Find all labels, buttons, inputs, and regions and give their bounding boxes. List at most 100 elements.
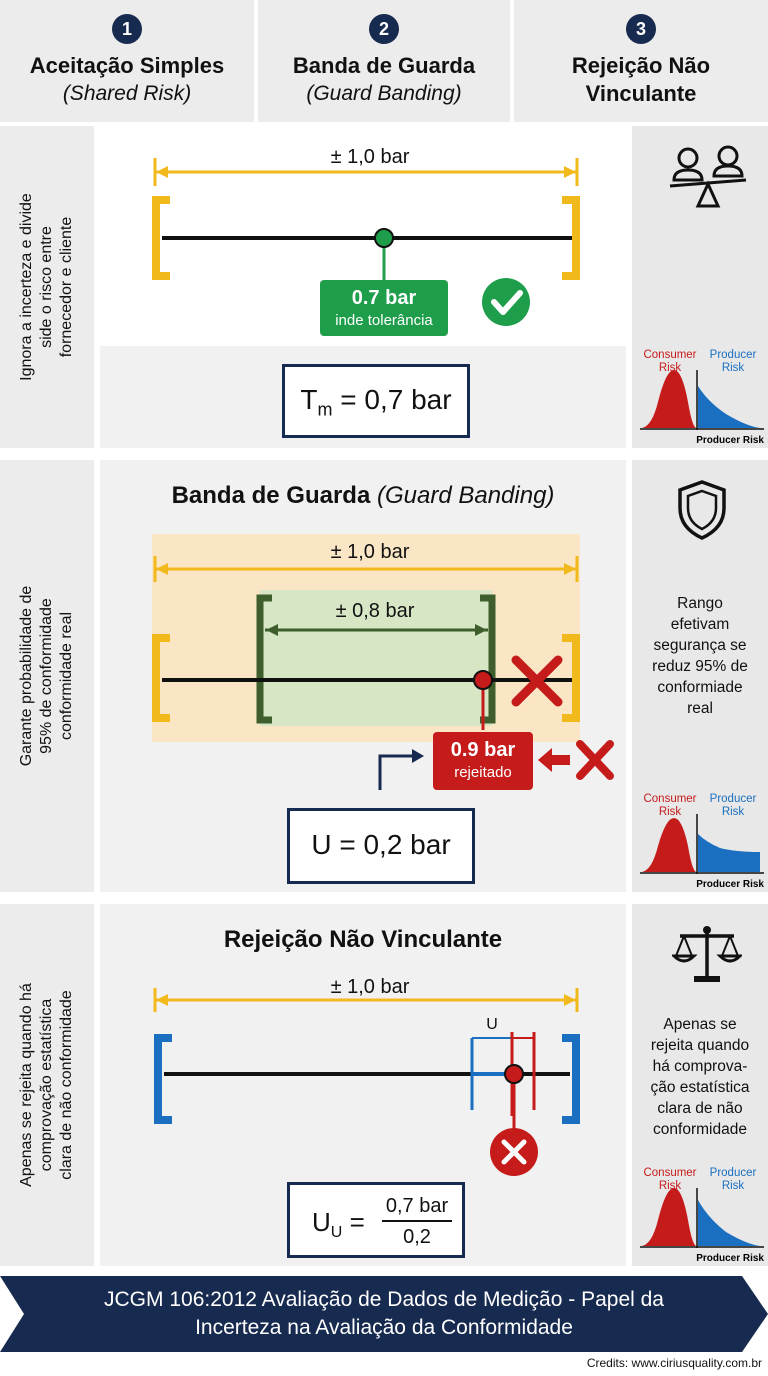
section1-formula-box: Tm = 0,7 bar bbox=[282, 364, 470, 438]
column-1-title: Aceitação Simples bbox=[29, 53, 225, 78]
section3-right-line: conformidade bbox=[653, 1121, 747, 1138]
section1-value-tag: 0.7 bar inde tolerância bbox=[320, 280, 448, 336]
section3-right-line: há comprova- bbox=[652, 1058, 748, 1075]
section2-side-line1: Garante probabilidade de bbox=[18, 585, 35, 767]
formula-u: UU = bbox=[312, 1207, 365, 1242]
measurement-point bbox=[374, 228, 394, 248]
consumer-risk-label: Consumer bbox=[643, 793, 696, 805]
right-blue-bracket bbox=[562, 1034, 580, 1124]
header-column-3: 3 Rejeição Não Vinculante bbox=[514, 0, 768, 122]
section3-range-label: ± 1,0 bar bbox=[330, 976, 410, 998]
section2-right-text: Rango efetivam segurança se reduz 95% de… bbox=[632, 593, 768, 719]
range-arrow-right-head bbox=[564, 166, 576, 178]
column-3-title-line1: Rejeição Não bbox=[571, 53, 711, 78]
shield-icon bbox=[678, 480, 726, 540]
footer-banner bbox=[0, 1276, 768, 1352]
left-tolerance-bracket bbox=[152, 196, 170, 280]
reject-arrow-icon bbox=[538, 748, 570, 772]
section3-side-line2: comprovação estatística bbox=[38, 998, 55, 1172]
left-blue-bracket bbox=[154, 1034, 172, 1124]
producer-risk-label-2: Risk bbox=[722, 806, 745, 818]
section2-right-line: Rango bbox=[677, 595, 723, 612]
reject-x-icon bbox=[511, 655, 563, 707]
column-3-title-line2: Vinculante bbox=[585, 81, 697, 106]
header-column-2: 2 Banda de Guarda (Guard Banding) bbox=[258, 0, 510, 122]
formula-fraction: 0,7 bar 0,2 bbox=[382, 1195, 452, 1249]
section3-right-line: rejeita quando bbox=[650, 1037, 750, 1054]
column-2-title: Banda de Guarda bbox=[292, 53, 476, 78]
credits-text: Credits: www.ciriusquality.com.br bbox=[586, 1356, 762, 1370]
guard-right-bracket bbox=[480, 594, 496, 724]
column-2-subtitle: (Guard Banding) bbox=[306, 82, 462, 105]
consumer-risk-label: Consumer bbox=[643, 1167, 696, 1179]
formula-equals: = bbox=[342, 1207, 365, 1237]
right-tolerance-bracket bbox=[562, 196, 580, 280]
producer-risk-label: Producer bbox=[710, 349, 757, 361]
section3-side-panel: Apenas se rejeita quando há comprovação … bbox=[0, 904, 94, 1266]
formula-numerator: 0,7 bar bbox=[382, 1195, 452, 1222]
section1-side-line2: side o risco entre bbox=[38, 226, 55, 348]
section2-inner-label: ± 0,8 bar bbox=[335, 600, 415, 622]
section1-side-panel: Ignora a incerteza e divide side o risco… bbox=[0, 126, 94, 448]
section3-side-text: Apenas se rejeita quando há comprovação … bbox=[17, 983, 77, 1187]
section3-right-line: ção estatística bbox=[650, 1079, 750, 1096]
section2-measurement-point bbox=[473, 670, 493, 690]
formula-t: T bbox=[300, 384, 318, 415]
section2-right-line: conformiade bbox=[657, 679, 743, 696]
section2-value-tag: 0.9 bar rejeitado bbox=[433, 732, 533, 790]
risk-axis-label: Producer Risk bbox=[696, 435, 764, 446]
formula-rest: = 0,7 bar bbox=[332, 384, 452, 415]
section3-right-panel: Apenas se rejeita quando há comprova- çã… bbox=[632, 904, 768, 1266]
section2-title-italic: (Guard Banding) bbox=[376, 482, 555, 509]
producer-risk-label: Producer bbox=[710, 793, 757, 805]
section3-diagram bbox=[153, 988, 580, 1176]
step-number-3: 3 bbox=[626, 14, 656, 44]
reject-x-small-icon bbox=[576, 740, 614, 780]
close-icon bbox=[501, 1139, 527, 1165]
section2-title: Banda de Guarda (Guard Banding) bbox=[100, 482, 626, 510]
section2-value-label: 0.9 bar bbox=[450, 739, 516, 761]
section2-right-line: segurança se bbox=[653, 637, 747, 654]
section2-side-panel: Garante probabilidade de 95% de conformi… bbox=[0, 460, 94, 892]
guard-left-bracket bbox=[256, 594, 272, 724]
footer-line2: Incerteza na Avaliação da Conformidade bbox=[195, 1316, 573, 1339]
section3-risk-chart: Consumer Risk Producer Risk Producer Ris… bbox=[640, 1167, 764, 1264]
formula-u-sub: U bbox=[330, 1224, 343, 1242]
section3-formula-box: UU = 0,7 bar 0,2 bbox=[287, 1182, 465, 1258]
section1-side-line3: fornecedor e cliente bbox=[58, 216, 75, 358]
check-icon bbox=[491, 290, 523, 315]
section1-range-label: ± 1,0 bar bbox=[330, 146, 410, 168]
producer-risk-label-2: Risk bbox=[722, 1180, 745, 1192]
section2-side-text: Garante probabilidade de 95% de conformi… bbox=[17, 586, 77, 767]
footer-line1: JCGM 106:2012 Avaliação de Dados de Medi… bbox=[104, 1288, 664, 1311]
section2-outer-label: ± 1,0 bar bbox=[330, 541, 410, 563]
consumer-risk-label-2: Risk bbox=[659, 806, 682, 818]
section1-risk-chart: Consumer Risk Producer Risk Producer Ris… bbox=[640, 349, 764, 446]
column-1-subtitle: (Shared Risk) bbox=[62, 82, 192, 105]
section1-side-line1: Ignora a incerteza e divide bbox=[18, 193, 35, 381]
producer-risk-curve bbox=[698, 386, 760, 428]
section1-value-label: 0.7 bar bbox=[351, 287, 417, 309]
consumer-risk-label: Consumer bbox=[643, 349, 696, 361]
section1-value-sub: inde tolerância bbox=[335, 312, 433, 329]
section3-title: Rejeição Não Vinculante bbox=[223, 926, 503, 953]
balance-scale-icon bbox=[672, 926, 742, 982]
section1-side-text: Ignora a incerteza e divide side o risco… bbox=[17, 193, 77, 381]
section3-right-line: clara de não bbox=[657, 1100, 743, 1117]
formula-u-main: U bbox=[312, 1207, 331, 1237]
section3-side-line3: clara de não conformidade bbox=[58, 990, 75, 1180]
risk-axis-label: Producer Risk bbox=[696, 1253, 764, 1264]
section2-title-bold: Banda de Guarda bbox=[171, 482, 371, 509]
section3-u-label: U bbox=[486, 1016, 498, 1033]
section1-right-panel: Consumer Risk Producer Risk Producer Ris… bbox=[632, 126, 768, 448]
section2-right-panel: Rango efetivam segurança se reduz 95% de… bbox=[632, 460, 768, 892]
section2-side-line2: 95% de conformidade bbox=[38, 598, 55, 754]
section2-value-sub: rejeitado bbox=[454, 764, 512, 781]
section2-right-line: efetivam bbox=[670, 616, 730, 633]
producer-risk-label-2: Risk bbox=[722, 362, 745, 374]
section2-right-line: real bbox=[687, 700, 713, 717]
section2-right-line: reduz 95% de bbox=[652, 658, 748, 675]
formula-denominator: 0,2 bbox=[403, 1226, 431, 1248]
section2-side-line3: conformidade real bbox=[58, 611, 75, 741]
range-arrow-left-head bbox=[156, 166, 168, 178]
